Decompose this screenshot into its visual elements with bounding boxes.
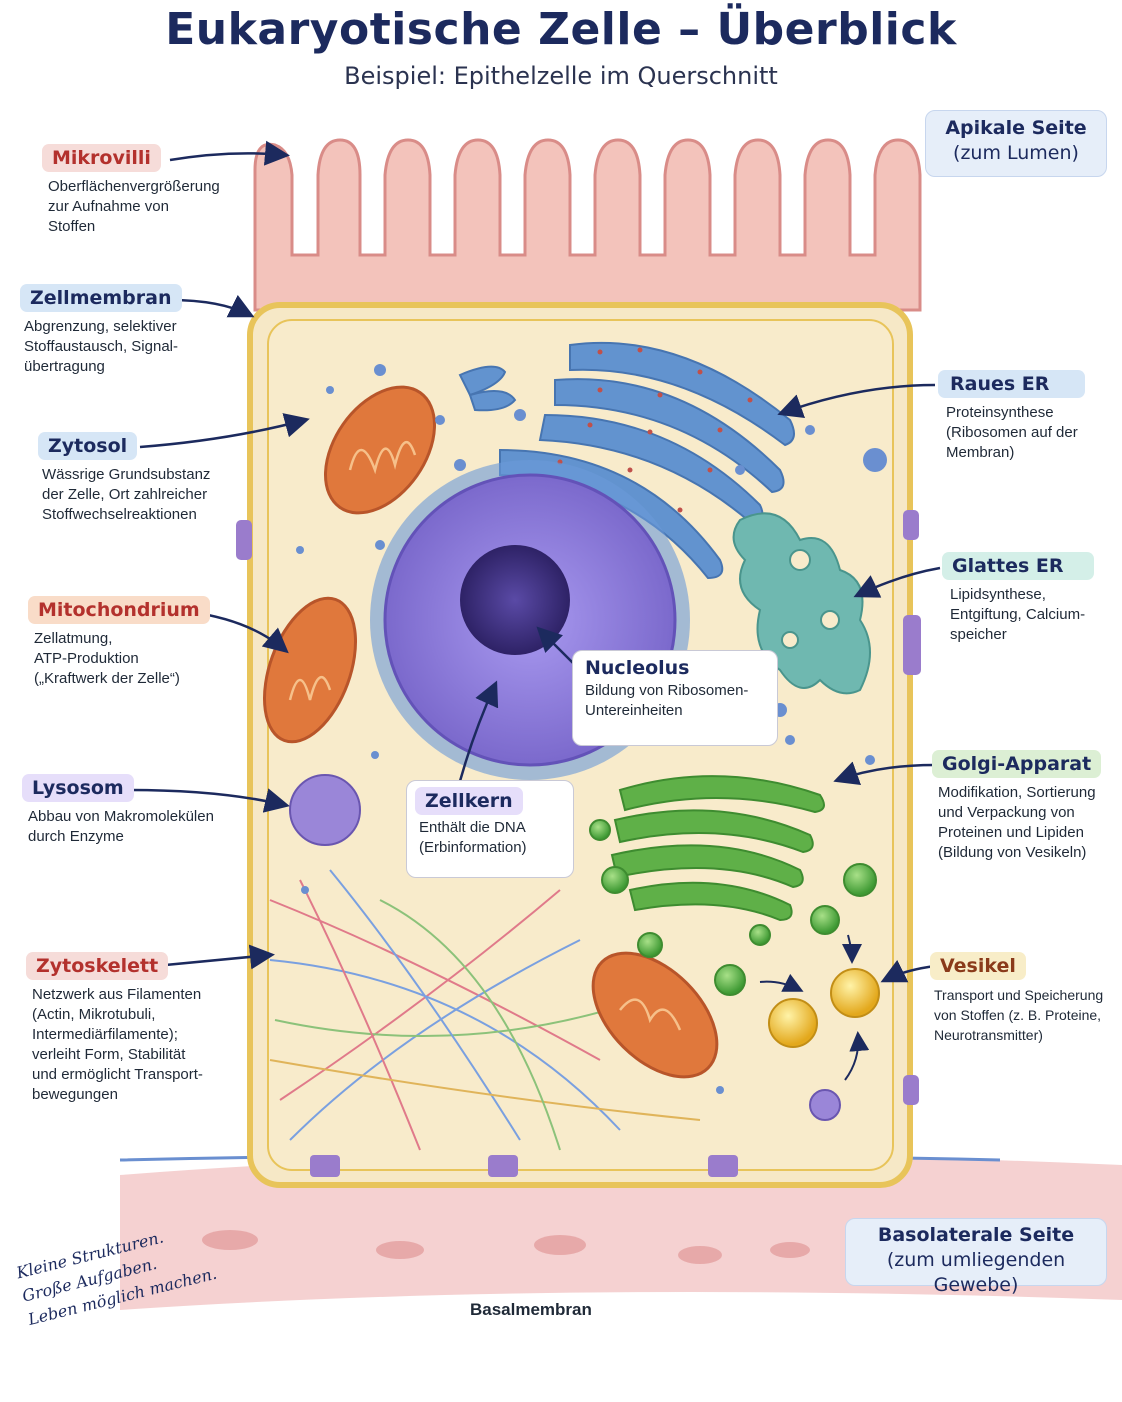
smooth-er <box>732 512 871 695</box>
microvilli <box>253 138 922 312</box>
label-name: Lysosom <box>22 774 134 802</box>
label-vesikel: Vesikel Transport und Speicherung von St… <box>930 952 1115 1045</box>
label-lysosom: Lysosom Abbau von Makromolekülen durch E… <box>22 774 252 847</box>
label-desc: Wässrige Grundsubstanz der Zelle, Ort za… <box>42 466 211 523</box>
label-name: Nucleolus <box>585 657 690 679</box>
label-raues-er: Raues ER Proteinsynthese (Ribosomen auf … <box>938 370 1108 463</box>
label-nucleolus: Nucleolus Bildung von Ribosomen- Unterei… <box>572 650 778 746</box>
nucleolus <box>460 545 570 655</box>
label-desc: Oberflächenvergrößerung zur Aufnahme von… <box>48 178 220 235</box>
label-glattes-er: Glattes ER Lipidsynthese, Entgiftung, Ca… <box>942 552 1112 645</box>
label-name: Zytoskelett <box>26 952 169 980</box>
label-name: Vesikel <box>930 952 1026 980</box>
label-desc: Abgrenzung, selektiver Stoffaustausch, S… <box>24 318 178 375</box>
apical-title: Apikale Seite <box>945 117 1087 139</box>
ribosome-dots <box>557 347 753 513</box>
mito-cristae <box>288 441 682 1031</box>
label-desc: Transport und Speicherung von Stoffen (z… <box>934 987 1104 1043</box>
page-subtitle: Beispiel: Epithelzelle im Querschnitt <box>344 62 778 90</box>
label-desc: Abbau von Makromolekülen durch Enzyme <box>28 808 214 845</box>
label-desc: Enthält die DNA (Erbinformation) <box>419 819 527 856</box>
label-desc: Lipidsynthese, Entgiftung, Calcium- spei… <box>950 586 1086 643</box>
label-name: Zellmembran <box>20 284 182 312</box>
golgi-apparatus <box>589 775 877 996</box>
label-desc: Netzwerk aus Filamenten (Actin, Mikrotub… <box>32 986 203 1103</box>
label-name: Mikrovilli <box>42 144 161 172</box>
label-desc: Zellatmung, ATP-Produktion („Kraftwerk d… <box>34 630 180 687</box>
vesicles <box>759 934 880 1121</box>
label-mikrovilli: Mikrovilli Oberflächenvergrößerung zur A… <box>42 144 262 237</box>
label-desc: Proteinsynthese (Ribosomen auf der Membr… <box>946 404 1078 461</box>
label-zytoskelett: Zytoskelett Netzwerk aus Filamenten (Act… <box>26 952 256 1105</box>
label-name: Golgi-Apparat <box>932 750 1102 778</box>
cytoskeleton <box>269 869 701 1151</box>
label-golgi: Golgi-Apparat Modifikation, Sortierung u… <box>932 750 1117 863</box>
label-name: Raues ER <box>938 370 1086 398</box>
apical-side-box: Apikale Seite (zum Lumen) <box>925 110 1107 177</box>
label-desc: Bildung von Ribosomen- Untereinheiten <box>585 682 749 719</box>
basolateral-sub: (zum umliegenden Gewebe) <box>886 1249 1066 1296</box>
label-name: Mitochondrium <box>28 596 210 624</box>
label-zellmembran: Zellmembran Abgrenzung, selektiver Stoff… <box>20 284 250 377</box>
basalmembran-label: Basalmembran <box>470 1300 592 1319</box>
basolateral-title: Basolaterale Seite <box>877 1224 1075 1246</box>
lysosome <box>289 774 361 846</box>
apical-sub: (zum Lumen) <box>953 142 1079 164</box>
label-name: Zytosol <box>38 432 138 460</box>
cell-junctions <box>236 510 921 1177</box>
label-zellkern: Zellkern Enthält die DNA (Erbinformation… <box>406 780 574 878</box>
basolateral-side-box: Basolaterale Seite (zum umliegenden Gewe… <box>845 1218 1107 1296</box>
page-title: Eukaryotische Zelle – Überblick <box>165 4 957 55</box>
label-desc: Modifikation, Sortierung und Verpackung … <box>938 784 1096 861</box>
label-name: Glattes ER <box>942 552 1094 580</box>
label-mitochondrium: Mitochondrium Zellatmung, ATP-Produktion… <box>28 596 258 689</box>
label-zytosol: Zytosol Wässrige Grundsubstanz der Zelle… <box>38 432 268 525</box>
label-name: Zellkern <box>415 787 523 815</box>
pointer-arrows <box>129 140 941 983</box>
